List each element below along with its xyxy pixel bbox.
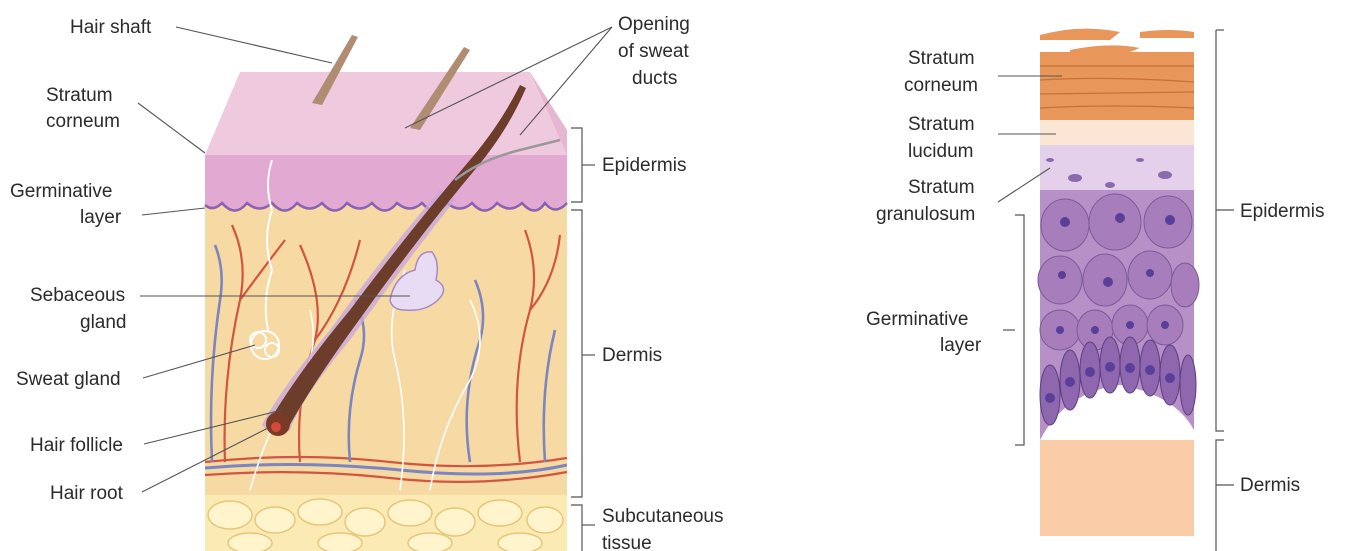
- left-brackets: [571, 128, 595, 551]
- label-r-germinative-2: layer: [940, 335, 982, 356]
- label-stratum-corneum-2: corneum: [46, 111, 120, 132]
- skin-cross-section: [205, 35, 567, 551]
- label-opening-2: of sweat: [618, 41, 689, 62]
- label-r-lucidum-2: lucidum: [908, 141, 973, 162]
- label-hair-root: Hair root: [50, 483, 124, 504]
- label-hair-shaft: Hair shaft: [70, 17, 152, 38]
- label-hair-follicle: Hair follicle: [30, 435, 123, 456]
- label-epidermis-left: Epidermis: [602, 155, 686, 176]
- label-opening-3: ducts: [632, 68, 677, 89]
- label-r-lucidum-1: Stratum: [908, 114, 975, 135]
- label-r-corneum-2: corneum: [904, 75, 978, 96]
- label-subcutaneous-1: Subcutaneous: [602, 506, 724, 527]
- label-r-epidermis: Epidermis: [1240, 201, 1324, 222]
- label-r-corneum-1: Stratum: [908, 48, 975, 69]
- label-sebaceous-2: gland: [80, 312, 127, 333]
- granulosum-layer: [1040, 145, 1194, 190]
- label-germinative-1: Germinative: [10, 181, 112, 202]
- epidermis-column: [1038, 29, 1199, 536]
- label-r-germinative-1: Germinative: [866, 309, 968, 330]
- label-opening-1: Opening: [618, 14, 690, 35]
- label-sebaceous-1: Sebaceous: [30, 285, 125, 306]
- lucidum-layer: [1040, 120, 1194, 145]
- flaking-cells: [1040, 29, 1194, 52]
- epidermis-layer: [205, 155, 567, 211]
- label-germinative-2: layer: [80, 207, 122, 228]
- label-stratum-corneum-1: Stratum: [46, 85, 113, 106]
- corneum-layer: [1040, 52, 1194, 120]
- label-sweat-gland: Sweat gland: [16, 369, 121, 390]
- hair-papilla: [271, 422, 281, 432]
- label-subcutaneous-2: tissue: [602, 533, 652, 551]
- label-dermis-left: Dermis: [602, 345, 662, 366]
- dermis-layer: [205, 205, 567, 495]
- label-r-granulosum-1: Stratum: [908, 177, 975, 198]
- label-r-granulosum-2: granulosum: [876, 204, 975, 225]
- label-r-dermis: Dermis: [1240, 475, 1300, 496]
- dermis-block: [1040, 440, 1194, 536]
